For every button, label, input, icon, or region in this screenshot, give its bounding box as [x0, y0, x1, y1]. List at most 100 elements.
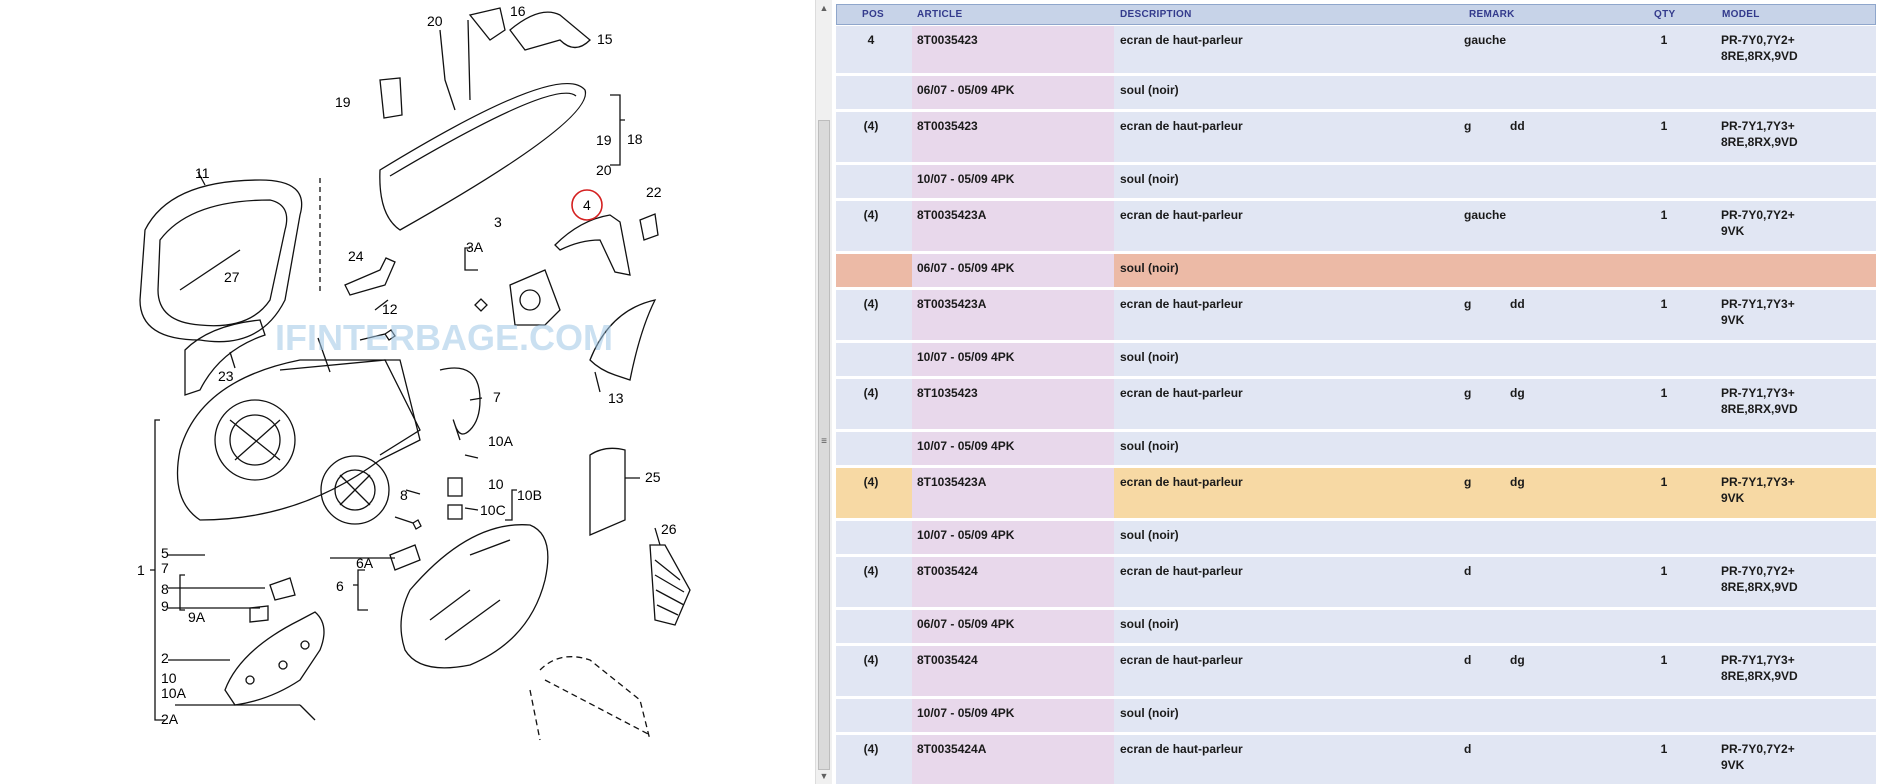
article-cell[interactable]: 8T0035423A — [917, 208, 987, 222]
callout-27[interactable]: 27 — [224, 269, 240, 285]
callout-24[interactable]: 24 — [348, 248, 364, 264]
article-cell[interactable]: 8T0035424 — [917, 564, 978, 578]
header-article[interactable]: ARTICLE — [917, 9, 963, 20]
callout-11[interactable]: 11 — [195, 165, 210, 181]
callout-25[interactable]: 25 — [645, 469, 661, 485]
table-note-row[interactable]: 06/07 - 05/09 4PK soul (noir) — [836, 76, 1876, 112]
callout-10a[interactable]: 10A — [488, 433, 514, 449]
article-cell[interactable]: 10/07 - 05/09 4PK — [917, 439, 1015, 453]
description-cell: soul (noir) — [1120, 83, 1179, 97]
callout-1[interactable]: 1 — [137, 562, 145, 578]
article-cell[interactable]: 8T0035423 — [917, 119, 978, 133]
article-cell[interactable]: 8T1035423 — [917, 386, 978, 400]
article-cell[interactable]: 10/07 - 05/09 4PK — [917, 528, 1015, 542]
parts-diagram[interactable]: IFINTERBAGE.COM 20 16 15 19 18 19 20 11 … — [0, 0, 815, 784]
description-cell: soul (noir) — [1120, 528, 1179, 542]
article-cell[interactable]: 06/07 - 05/09 4PK — [917, 617, 1015, 631]
callout-26[interactable]: 26 — [661, 521, 677, 537]
callout-3a[interactable]: 3A — [466, 239, 484, 255]
callout-5[interactable]: 5 — [161, 545, 169, 561]
article-cell[interactable]: 8T0035424 — [917, 653, 978, 667]
callout-8-group[interactable]: 8 — [161, 581, 169, 597]
header-model[interactable]: MODEL — [1722, 9, 1760, 20]
callout-22[interactable]: 22 — [646, 184, 662, 200]
callout-20-right[interactable]: 20 — [596, 162, 612, 178]
callout-6[interactable]: 6 — [336, 578, 344, 594]
callout-6a[interactable]: 6A — [356, 555, 374, 571]
description-cell: soul (noir) — [1120, 350, 1179, 364]
callout-2a[interactable]: 2A — [161, 711, 179, 727]
callout-10-group[interactable]: 10 — [161, 670, 177, 686]
callout-8-upper[interactable]: 8 — [400, 487, 408, 503]
housing-cover-shape — [139, 179, 303, 343]
article-column-background — [912, 254, 1114, 287]
callout-23[interactable]: 23 — [218, 368, 234, 384]
scroll-thumb[interactable] — [818, 120, 830, 770]
bracket-shape — [509, 269, 561, 326]
lower-cover-shape — [224, 611, 325, 706]
callout-19-left[interactable]: 19 — [335, 94, 351, 110]
callout-2[interactable]: 2 — [161, 650, 169, 666]
callout-13[interactable]: 13 — [608, 390, 624, 406]
callout-3[interactable]: 3 — [494, 214, 502, 230]
table-note-row[interactable]: 10/07 - 05/09 4PK soul (noir) — [836, 521, 1876, 557]
article-cell[interactable]: 10/07 - 05/09 4PK — [917, 172, 1015, 186]
model-cell: PR-7Y1,7Y3+ 8RE,8RX,9VD — [1721, 653, 1798, 683]
article-cell[interactable]: 8T1035423A — [917, 475, 987, 489]
callout-9a[interactable]: 9A — [188, 609, 206, 625]
article-column-background — [912, 290, 1114, 340]
callout-10[interactable]: 10 — [488, 476, 504, 492]
scroll-up-arrow-icon[interactable]: ▲ — [819, 3, 829, 13]
article-cell[interactable]: 10/07 - 05/09 4PK — [917, 706, 1015, 720]
mesh-26-shape — [649, 544, 691, 626]
article-column-background — [912, 699, 1114, 732]
header-description[interactable]: DESCRIPTION — [1120, 9, 1192, 20]
pos-cell: (4) — [863, 653, 879, 667]
article-cell[interactable]: 8T0035423A — [917, 297, 987, 311]
table-note-row[interactable]: 10/07 - 05/09 4PK soul (noir) — [836, 343, 1876, 379]
article-column-background — [912, 521, 1114, 554]
callout-15[interactable]: 15 — [597, 31, 613, 47]
header-qty[interactable]: QTY — [1654, 9, 1676, 20]
article-column-background — [912, 646, 1114, 696]
callout-19-right[interactable]: 19 — [596, 132, 612, 148]
remark-cell: g — [1464, 297, 1472, 311]
article-cell[interactable]: 06/07 - 05/09 4PK — [917, 261, 1015, 275]
callout-9[interactable]: 9 — [161, 598, 169, 614]
callout-7[interactable]: 7 — [493, 389, 501, 405]
callout-4[interactable]: 4 — [583, 197, 591, 213]
callout-18[interactable]: 18 — [627, 131, 643, 147]
callout-16[interactable]: 16 — [510, 3, 526, 19]
vertical-scrollbar[interactable]: ▲ ≡ ▼ — [815, 0, 832, 784]
callout-7-group[interactable]: 7 — [161, 560, 169, 576]
article-cell[interactable]: 8T0035423 — [917, 33, 978, 47]
callout-10a-group[interactable]: 10A — [161, 685, 187, 701]
callout-10b[interactable]: 10B — [517, 487, 542, 503]
header-remark[interactable]: REMARK — [1469, 9, 1515, 20]
diagram-watermark: IFINTERBAGE.COM — [275, 317, 613, 358]
callout-10c[interactable]: 10C — [480, 502, 506, 518]
scroll-grip-icon: ≡ — [821, 436, 827, 447]
article-cell[interactable]: 06/07 - 05/09 4PK — [917, 83, 1015, 97]
article-cell[interactable]: 10/07 - 05/09 4PK — [917, 350, 1015, 364]
header-pos[interactable]: POS — [862, 9, 885, 20]
scroll-down-arrow-icon[interactable]: ▼ — [819, 771, 829, 781]
callout-20-top[interactable]: 20 — [427, 13, 443, 29]
callout-12[interactable]: 12 — [382, 301, 398, 317]
article-cell[interactable]: 8T0035424A — [917, 742, 987, 756]
